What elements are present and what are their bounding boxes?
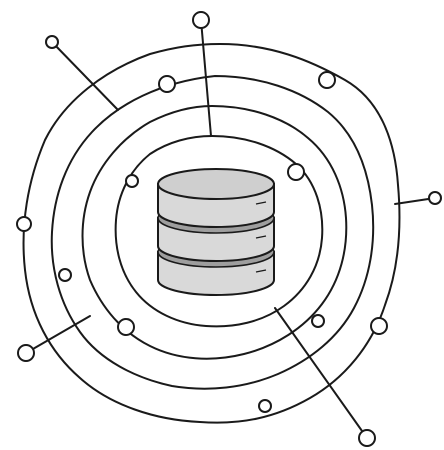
spoke-lower-left xyxy=(26,316,90,353)
node-outer-top-right xyxy=(319,72,335,88)
node-ring3-lower-right xyxy=(312,315,324,327)
spoke-upper-left xyxy=(52,42,118,110)
node-outer-bottom xyxy=(259,400,271,412)
node-ring3-lower-left xyxy=(118,319,134,335)
database-lid xyxy=(158,169,274,199)
node-inner-left xyxy=(126,175,138,187)
node-right-end xyxy=(429,192,441,204)
node-outer-right xyxy=(371,318,387,334)
node-lower-right-end xyxy=(359,430,375,446)
node-upper-left-end xyxy=(46,36,58,48)
node-ring2-top-left xyxy=(159,76,175,92)
node-ring2-left xyxy=(59,269,71,281)
node-outer-left xyxy=(17,217,31,231)
node-top xyxy=(193,12,209,28)
database-icon xyxy=(158,169,274,295)
node-lower-left-end xyxy=(18,345,34,361)
spoke-lower-right xyxy=(275,308,367,438)
node-inner-right xyxy=(288,164,304,180)
